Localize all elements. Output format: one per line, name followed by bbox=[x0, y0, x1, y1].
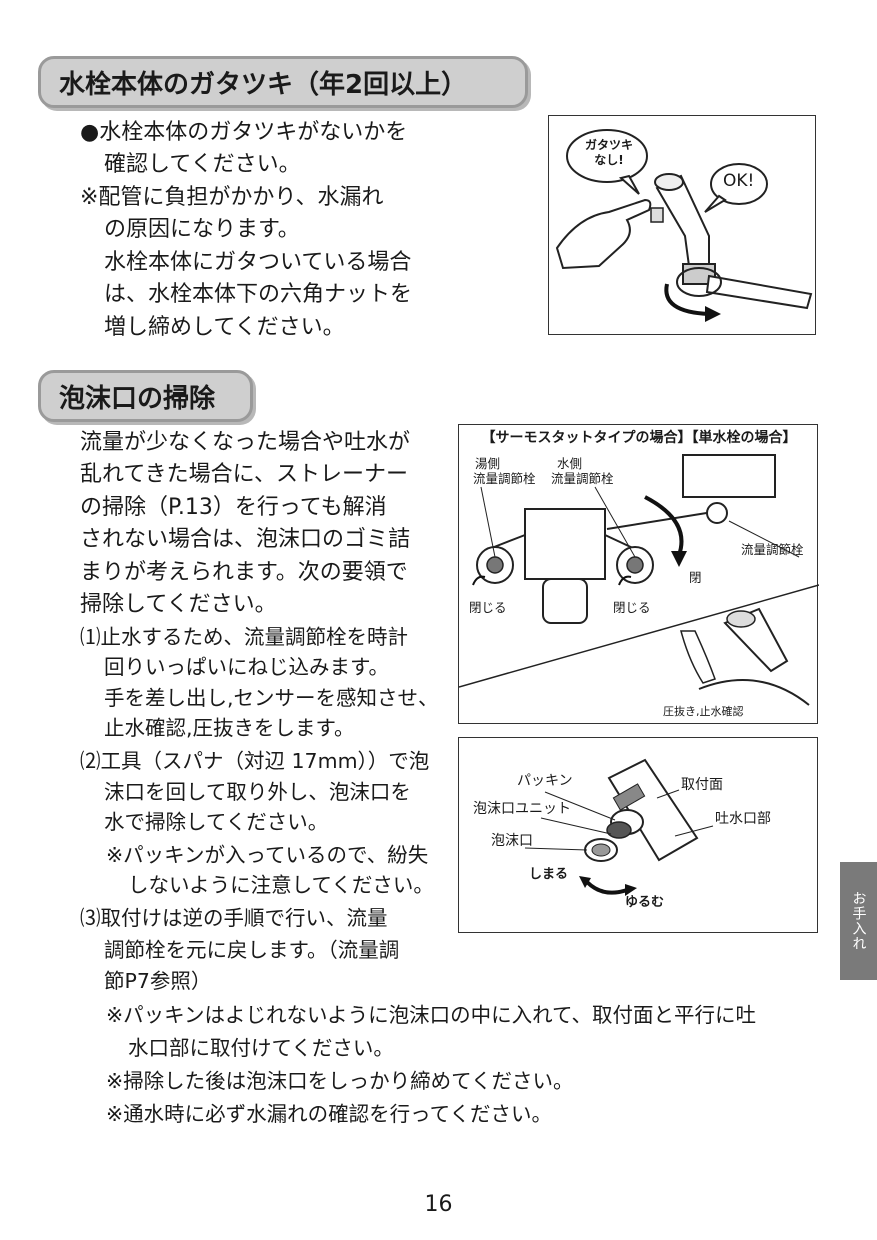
figure-header: 【サーモスタットタイプの場合】【単水栓の場合】 bbox=[481, 430, 797, 446]
page-number: 16 bbox=[424, 1192, 453, 1217]
text-line: の原因になります。 bbox=[104, 217, 300, 242]
text-line: 手を差し出し,センサーを感知させ、 bbox=[104, 686, 439, 710]
mount-surface-label: 取付面 bbox=[681, 777, 723, 793]
text-line: まりが考えられます。次の要領で bbox=[80, 560, 408, 585]
aerator-unit-label: 泡沫口ユニット bbox=[473, 801, 571, 817]
note-line: ※通水時に必ず水漏れの確認を行ってください。 bbox=[106, 1102, 553, 1126]
cold-label-1: 水側 bbox=[557, 456, 583, 471]
bubble-no-wobble: ガタツキ なし! bbox=[585, 138, 634, 167]
text-line: ※配管に負担がかかり、水漏れ bbox=[80, 185, 384, 210]
text-line: 掃除してください。 bbox=[80, 592, 277, 617]
text-line: 止水確認,圧抜きをします。 bbox=[104, 716, 355, 740]
step-2: ⑵工具（スパナ（対辺 17mm））で泡 bbox=[80, 749, 430, 773]
figure-flow-regulator: 【サーモスタットタイプの場合】【単水栓の場合】 湯側 流量調節栓 水側 流量調節… bbox=[458, 424, 819, 724]
step-1: ⑴止水するため、流量調節栓を時計 bbox=[80, 625, 408, 649]
text-line: 回りいっぱいにねじ込みます。 bbox=[104, 655, 389, 679]
text-line: ●水栓本体のガタツキがないかを bbox=[80, 120, 408, 145]
spout-label: 吐水口部 bbox=[715, 811, 771, 827]
section-title-text: 水栓本体のガタツキ（年2回以上） bbox=[59, 69, 468, 100]
loosen-label: ゆるむ bbox=[625, 895, 665, 910]
hot-label-1: 湯側 bbox=[475, 456, 501, 471]
aerator-label: 泡沫口 bbox=[491, 833, 533, 849]
section-title-aerator-cleaning: 泡沫口の掃除 bbox=[38, 370, 253, 422]
text-line: 沫口を回して取り外し、泡沫口を bbox=[104, 780, 411, 804]
text-line: 流量が少なくなった場合や吐水が bbox=[80, 430, 411, 455]
step-3: ⑶取付けは逆の手順で行い、流量 bbox=[80, 906, 388, 930]
note-line: ※パッキンはよじれないように泡沫口の中に入れて、取付面と平行に吐 bbox=[106, 1003, 757, 1027]
text-line: 節P7参照） bbox=[104, 969, 212, 993]
text-line: 乱れてきた場合に、ストレーナー bbox=[80, 462, 409, 487]
text-line: しないように注意してください。 bbox=[128, 873, 434, 897]
section-title-text: 泡沫口の掃除 bbox=[59, 383, 216, 414]
bubble-ok: OK! bbox=[723, 171, 755, 191]
text-line: 増し締めしてください。 bbox=[104, 315, 345, 340]
text-line: は、水栓本体下の六角ナットを bbox=[104, 282, 413, 307]
flow-regulator-illustration bbox=[459, 454, 819, 706]
pressure-relief-label: 圧抜き,止水確認 bbox=[663, 705, 744, 718]
close-single-label: 閉 bbox=[689, 570, 702, 585]
text-line: の掃除（P.13）を行っても解消 bbox=[80, 495, 387, 520]
packing-label: パッキン bbox=[517, 773, 573, 789]
figure-aerator: パッキン 取付面 泡沫口ユニット 吐水口部 泡沫口 しまる ゆるむ bbox=[458, 737, 818, 933]
section-title-faucet-wobble: 水栓本体のガタツキ（年2回以上） bbox=[38, 56, 528, 108]
text-line: 水で掃除してください。 bbox=[104, 810, 329, 834]
side-tab-label: お手入れ bbox=[850, 891, 867, 951]
tighten-label: しまる bbox=[529, 867, 569, 882]
close-right-label: 閉じる bbox=[613, 600, 651, 615]
text-line: 調節栓を元に戻します。（流量調 bbox=[104, 938, 400, 962]
text-line: 確認してください。 bbox=[104, 152, 301, 177]
cold-label-2: 流量調節栓 bbox=[551, 471, 614, 486]
hot-label-2: 流量調節栓 bbox=[473, 471, 536, 486]
single-regulator-label: 流量調節栓 bbox=[741, 542, 804, 557]
aerator-illustration bbox=[524, 758, 714, 896]
note-line: 水口部に取付けてください。 bbox=[128, 1036, 394, 1060]
text-line: ※パッキンが入っているので、紛失 bbox=[106, 843, 429, 867]
text-line: されない場合は、泡沫口のゴミ詰 bbox=[80, 527, 411, 552]
text-line: 水栓本体にガタついている場合 bbox=[104, 250, 412, 275]
figure-faucet-wobble: ガタツキ なし! OK! bbox=[548, 115, 816, 335]
side-tab-maintenance: お手入れ bbox=[840, 862, 877, 980]
close-left-label: 閉じる bbox=[469, 600, 507, 615]
note-line: ※掃除した後は泡沫口をしっかり締めてください。 bbox=[106, 1069, 574, 1093]
faucet-wobble-illustration bbox=[555, 129, 813, 322]
